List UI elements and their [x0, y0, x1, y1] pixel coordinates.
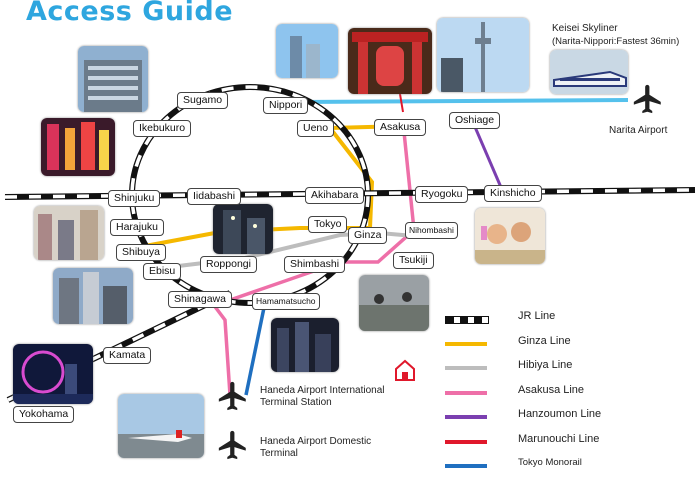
photo-skyliner [550, 50, 628, 94]
legend-swatch [445, 464, 487, 468]
station-shinjuku[interactable]: Shinjuku [108, 190, 161, 207]
legend-swatch [445, 439, 487, 444]
legend-swatch [445, 341, 487, 346]
legend-label: Asakusa Line [518, 383, 585, 396]
station-tokyo[interactable]: Tokyo [308, 216, 348, 233]
station-harajuku[interactable]: Harajuku [110, 219, 165, 236]
photo-yokohama [13, 344, 93, 404]
station-ryogoku[interactable]: Ryogoku [415, 186, 469, 203]
page-title: Access Guide [26, 0, 234, 27]
legend-label: Hanzoumon Line [518, 408, 602, 420]
legend-label: Tokyo Monorail [518, 457, 582, 468]
narita-airport-label: Narita Airport [609, 125, 668, 136]
jr-tokaido-line-dash [7, 291, 231, 402]
legend-label: Marunouchi Line [518, 432, 600, 445]
station-ginza[interactable]: Ginza [348, 227, 388, 244]
station-kinshicho[interactable]: Kinshicho [484, 185, 542, 202]
photo-haneda [118, 394, 204, 458]
legend-label: Hibiya Line [518, 359, 573, 371]
station-roppongi[interactable]: Roppongi [200, 256, 257, 273]
monorail-line [244, 297, 268, 396]
legend-swatch [445, 415, 487, 419]
airplane-icon [218, 381, 246, 411]
hotel-icon[interactable] [393, 358, 417, 382]
station-iidabashi[interactable]: Iidabashi [187, 188, 242, 205]
station-shimbashi[interactable]: Shimbashi [284, 256, 346, 273]
legend-swatch [445, 316, 489, 324]
legend-label: JR Line [518, 310, 556, 322]
station-sugamo[interactable]: Sugamo [177, 92, 229, 109]
station-shinagawa[interactable]: Shinagawa [168, 291, 232, 308]
airplane-icon [633, 84, 661, 114]
station-tsukiji[interactable]: Tsukiji [393, 252, 434, 269]
photo-roppongi [213, 204, 273, 254]
skyliner-line [299, 98, 629, 104]
haneda-intl-label: Haneda Airport International Terminal St… [260, 385, 385, 408]
station-oshiage[interactable]: Oshiage [449, 112, 501, 129]
hanzomon-line [470, 119, 505, 193]
photo-hamamatsucho [271, 318, 339, 372]
station-nippori[interactable]: Nippori [263, 97, 309, 114]
photo-shibuya [53, 268, 133, 324]
station-kamata[interactable]: Kamata [103, 347, 152, 364]
station-ebisu[interactable]: Ebisu [143, 263, 182, 280]
photo-harajuku [34, 206, 104, 260]
skyliner-subtitle: (Narita-Nippori:Fastest 36min) [552, 36, 680, 47]
photo-sumo [475, 208, 545, 264]
airplane-icon [218, 430, 246, 460]
haneda-domestic-label: Haneda Airport Domestic Terminal [260, 436, 372, 459]
photo-oshiage [437, 18, 529, 92]
photo-asakusa [348, 28, 432, 94]
station-yokohama[interactable]: Yokohama [13, 406, 75, 423]
photo-ueno [276, 24, 338, 78]
skyliner-title: Keisei Skyliner [552, 23, 618, 34]
legend-label: Ginza Line [518, 334, 571, 347]
station-ikebukuro[interactable]: Ikebukuro [133, 120, 192, 137]
station-asakusa[interactable]: Asakusa [374, 119, 427, 136]
photo-ikebukuro [78, 46, 148, 112]
station-hamamatsucho[interactable]: Hamamatsucho [252, 293, 320, 310]
legend-swatch [445, 390, 487, 395]
station-shibuya[interactable]: Shibuya [116, 244, 166, 261]
station-nihombashi[interactable]: Nihombashi [405, 222, 458, 239]
station-ueno[interactable]: Ueno [297, 120, 335, 137]
legend-swatch [445, 366, 487, 370]
photo-shinjuku [41, 118, 115, 176]
photo-tsukiji [359, 275, 429, 331]
station-akihabara[interactable]: Akihabara [305, 187, 365, 204]
